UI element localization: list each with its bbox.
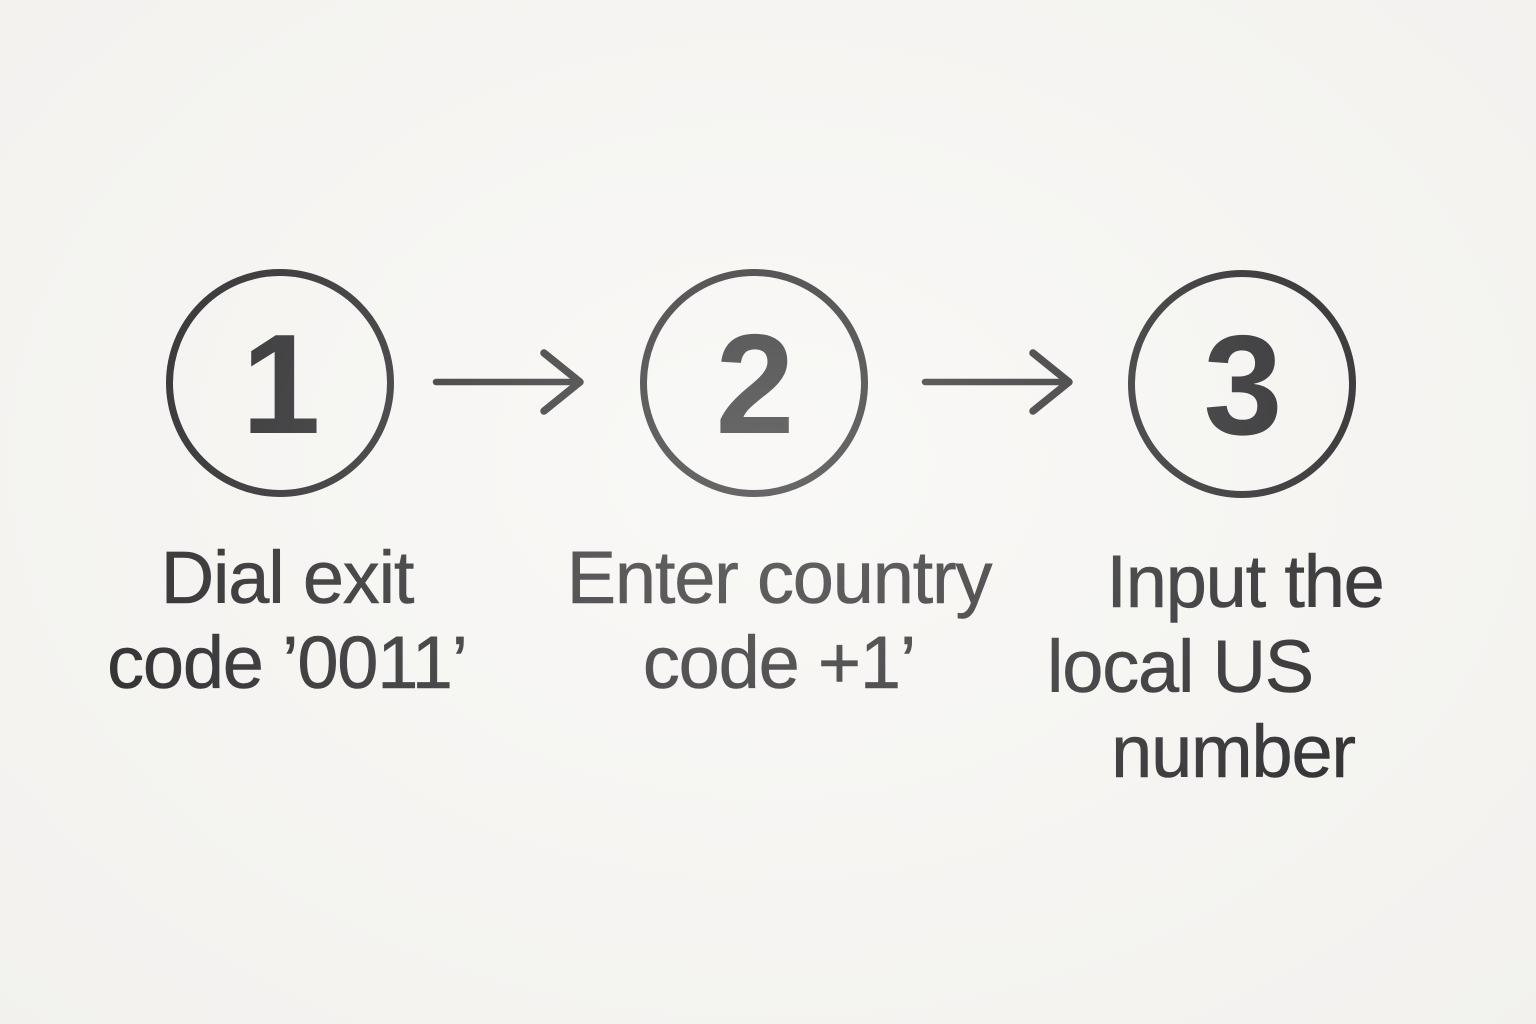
step-1-number: 1: [241, 305, 321, 464]
step-2-label: Enter country code +1’: [499, 535, 1059, 705]
label-line: number: [1111, 710, 1356, 794]
label-line: local US: [1047, 625, 1315, 709]
step-1-circle: 1: [166, 269, 394, 497]
label-line: Input the: [1106, 540, 1385, 624]
label-line: Enter country: [566, 536, 992, 620]
step-3-number: 3: [1203, 306, 1283, 465]
step-2-circle: 2: [640, 269, 868, 497]
step-3-label: Input the local US number: [965, 539, 1525, 794]
label-line: Dial exit: [160, 536, 415, 620]
step-2-number: 2: [715, 305, 795, 464]
label-line: code ’0011’: [107, 621, 469, 705]
step-3-circle: 3: [1128, 270, 1356, 498]
label-line: code +1’: [642, 621, 917, 705]
arrow-right-icon: [921, 349, 1073, 415]
arrow-right-icon: [432, 349, 584, 415]
step-1-label: Dial exit code ’0011’: [7, 535, 567, 705]
